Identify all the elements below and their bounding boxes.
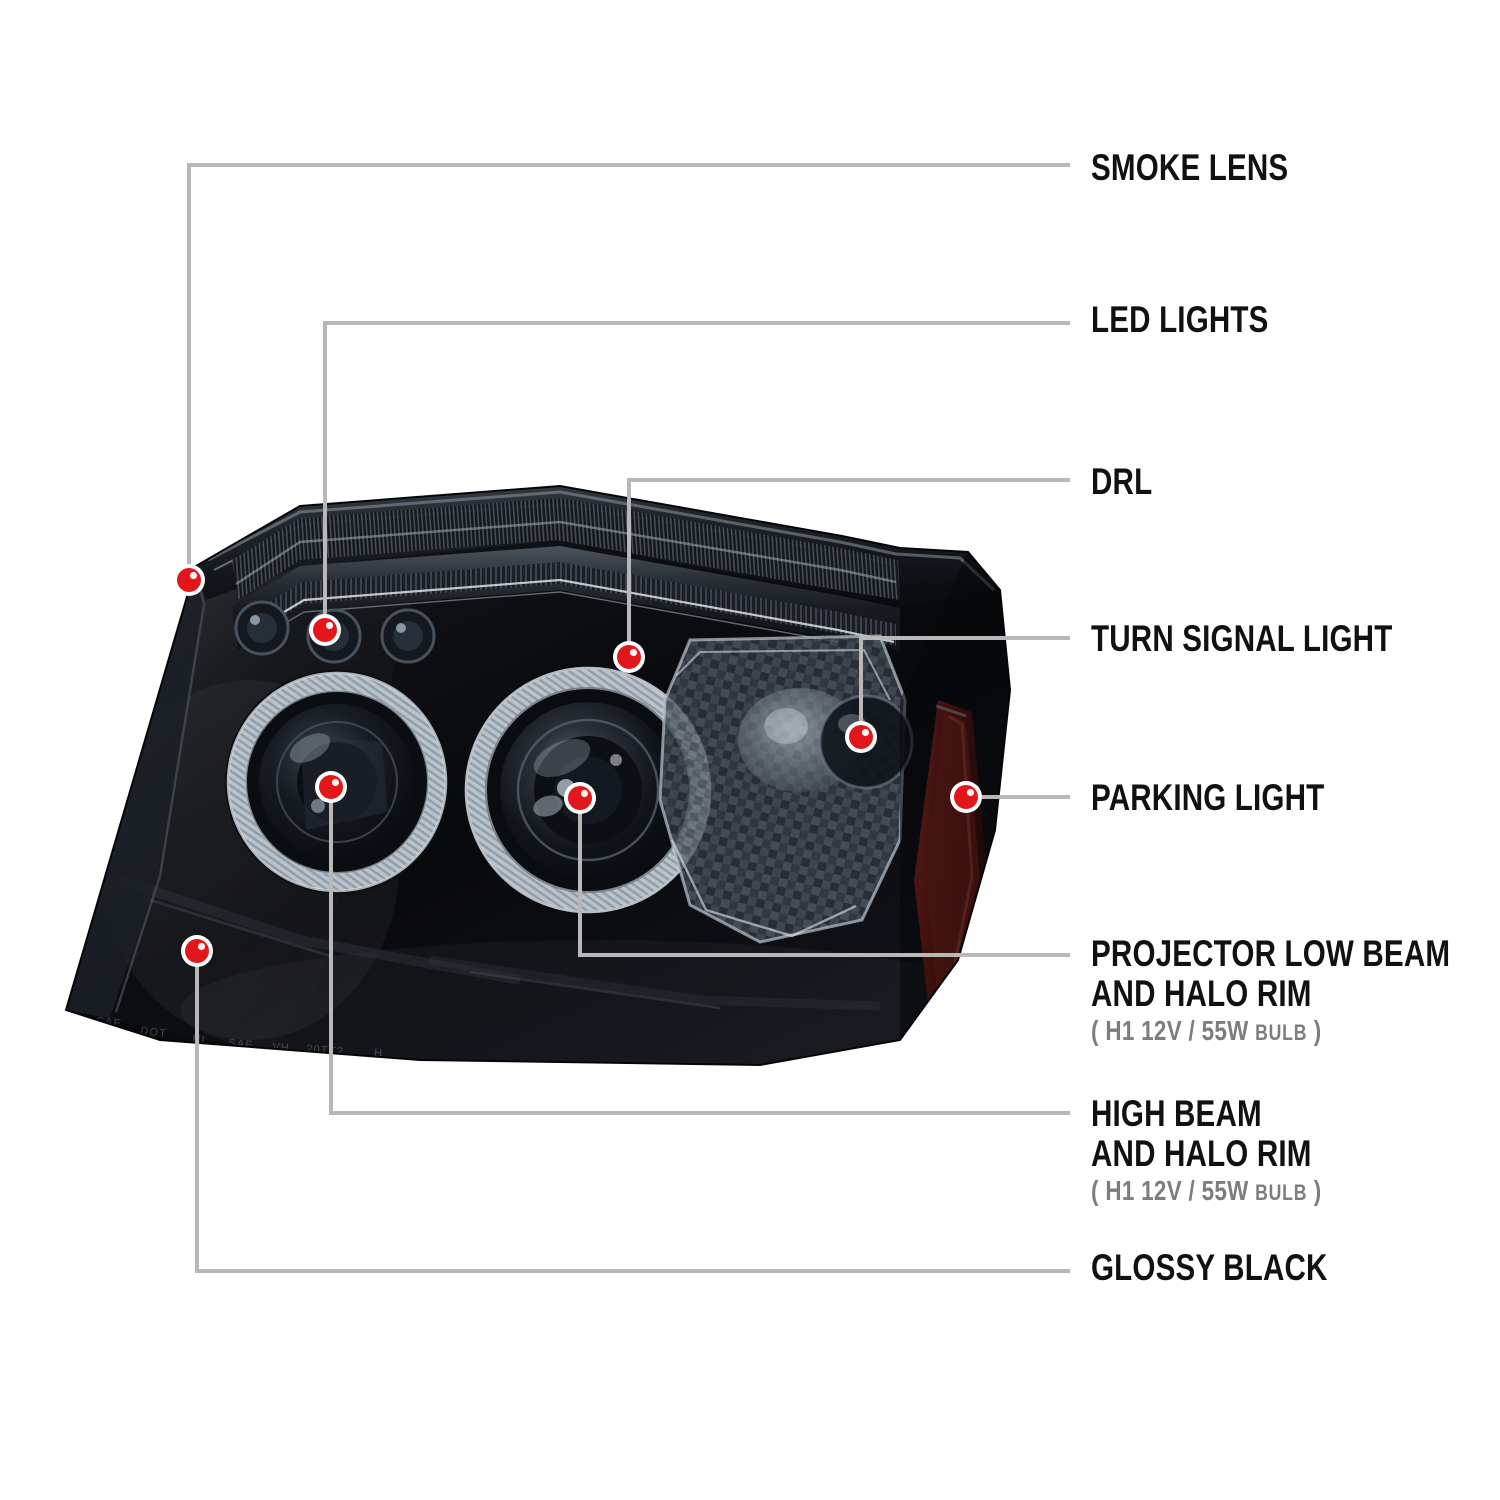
callout-label-drl[interactable]: DRL — [1091, 462, 1152, 502]
bulb-spec-word: BULB — [1255, 1180, 1308, 1205]
label-text: GLOSSY BLACK — [1091, 1247, 1328, 1288]
callout-label-glossy-black[interactable]: GLOSSY BLACK — [1091, 1248, 1328, 1288]
bulb-spec-word: BULB — [1255, 1020, 1308, 1045]
bulb-spec-main: ( H1 12V / 55W — [1091, 1015, 1256, 1046]
label-text: SMOKE LENS — [1091, 147, 1289, 188]
label-text-line-1: PROJECTOR LOW BEAM — [1091, 933, 1451, 974]
bulb-spec-tail: ) — [1307, 1015, 1322, 1046]
label-bulb-spec: ( H1 12V / 55W BULB ) — [1091, 1014, 1450, 1050]
label-text-line-2: AND HALO RIM — [1091, 973, 1312, 1014]
label-text: PARKING LIGHT — [1091, 777, 1325, 818]
label-text: DRL — [1091, 461, 1153, 502]
callout-label-led-lights[interactable]: LED LIGHTS — [1091, 300, 1269, 340]
callout-label-parking-light[interactable]: PARKING LIGHT — [1091, 778, 1324, 818]
label-text-line-1: HIGH BEAM — [1091, 1093, 1262, 1134]
callout-label-turn-signal-light[interactable]: TURN SIGNAL LIGHT — [1091, 619, 1392, 659]
dot-specular-highlight — [331, 778, 340, 787]
label-text-line-2: AND HALO RIM — [1091, 1133, 1312, 1174]
bulb-spec-main: ( H1 12V / 55W — [1091, 1175, 1256, 1206]
callout-label-projector-low-beam[interactable]: PROJECTOR LOW BEAM AND HALO RIM ( H1 12V… — [1091, 934, 1450, 1050]
callout-label-high-beam[interactable]: HIGH BEAM AND HALO RIM ( H1 12V / 55W BU… — [1091, 1094, 1322, 1210]
bulb-spec-tail: ) — [1307, 1175, 1322, 1206]
label-bulb-spec: ( H1 12V / 55W BULB ) — [1091, 1174, 1322, 1210]
label-text: TURN SIGNAL LIGHT — [1091, 618, 1393, 659]
callout-label-smoke-lens[interactable]: SMOKE LENS — [1091, 148, 1288, 188]
label-text: LED LIGHTS — [1091, 299, 1269, 340]
dot-specular-highlight — [197, 942, 206, 951]
